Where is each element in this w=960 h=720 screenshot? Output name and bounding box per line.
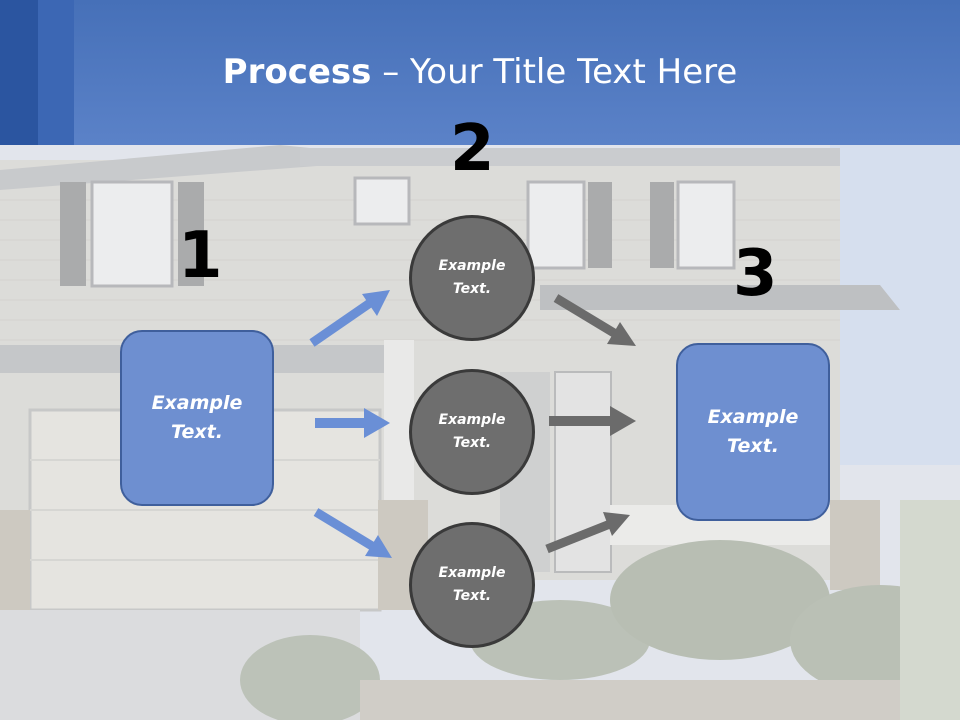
step-2-circle-top: Example Text. <box>409 215 535 341</box>
step-number-1: 1 <box>178 219 223 293</box>
title-accent-mid <box>38 0 74 145</box>
step-2-circle-bottom: Example Text. <box>409 522 535 648</box>
step-2-circle-middle-text: Example Text. <box>438 412 506 451</box>
arrow-middle-to-3 <box>549 406 636 436</box>
arrow-bottom-to-3 <box>545 512 630 554</box>
arrow-1-to-top <box>309 290 390 347</box>
step-3-box: Example Text. <box>676 343 830 521</box>
step-2-circle-top-text: Example Text. <box>438 258 506 297</box>
step-1-box: Example Text. <box>120 330 274 506</box>
arrow-1-to-bottom <box>313 508 392 558</box>
step-3-text: Example Text. <box>707 406 799 457</box>
step-2-circle-bottom-text: Example Text. <box>438 565 506 604</box>
title-rest: Your Title Text Here <box>410 52 738 92</box>
title-dash: – <box>371 52 411 92</box>
slide-title: Process – Your Title Text Here <box>0 52 960 92</box>
title-band <box>0 0 960 145</box>
arrow-top-to-3 <box>553 294 636 346</box>
step-1-text: Example Text. <box>151 392 243 443</box>
step-2-circle-middle: Example Text. <box>409 369 535 495</box>
title-bold: Process <box>222 52 372 92</box>
title-accent-dark <box>0 0 38 145</box>
step-number-2: 2 <box>450 112 495 186</box>
step-number-3: 3 <box>733 237 778 311</box>
arrow-1-to-middle <box>315 408 390 438</box>
